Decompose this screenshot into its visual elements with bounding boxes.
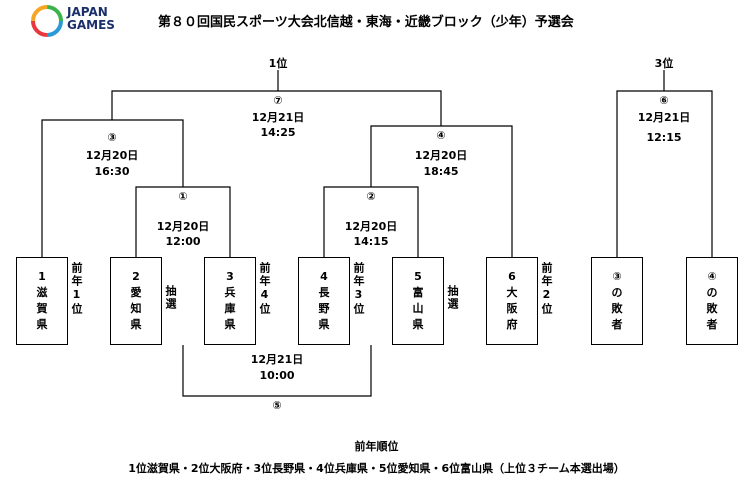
match3-time: 16:30 <box>94 165 130 178</box>
previous-ranking-title: 前年順位 <box>354 440 399 453</box>
match7-date: 12月21日 <box>251 111 305 124</box>
match2-time: 14:15 <box>353 235 389 248</box>
team-box-loser3: ③ の敗者 <box>591 257 643 345</box>
team-box-5: 5 富山県 <box>392 257 444 345</box>
logo-text: JAPAN GAMES <box>67 5 115 32</box>
team-name: 兵庫県 <box>224 286 236 331</box>
match7-time: 14:25 <box>260 126 296 139</box>
team-box-1: 1 滋賀県 <box>16 257 68 345</box>
team-box-4: 4 長野県 <box>298 257 350 345</box>
team-box-2: 2 愛知県 <box>110 257 162 345</box>
team5-note: 抽選 <box>446 285 459 311</box>
match5-time: 10:00 <box>259 369 295 382</box>
team3-note: 前年4位 <box>258 262 271 316</box>
team-seed: 1 <box>38 270 46 283</box>
match5-date: 12月21日 <box>250 353 304 366</box>
match7-number: ⑦ <box>273 94 283 107</box>
japan-games-logo <box>31 5 63 37</box>
match4-time: 18:45 <box>423 165 459 178</box>
team-seed: 3 <box>226 270 234 283</box>
team-box-6: 6 大阪府 <box>486 257 538 345</box>
team6-note: 前年2位 <box>540 262 553 316</box>
team-seed: 5 <box>414 270 422 283</box>
team-name: 滋賀県 <box>36 286 48 331</box>
match3-number: ③ <box>107 131 117 144</box>
team-name: 富山県 <box>412 286 424 331</box>
team-name: の敗者 <box>706 286 718 331</box>
third-place-label: 3位 <box>654 57 674 70</box>
match6-time: 12:15 <box>646 131 682 144</box>
match6-number: ⑥ <box>659 94 669 107</box>
first-place-label: 1位 <box>268 57 288 70</box>
team-seed: 6 <box>508 270 516 283</box>
team-name: 愛知県 <box>130 286 142 331</box>
match1-number: ① <box>178 190 188 203</box>
team-name: の敗者 <box>611 286 623 331</box>
match3-date: 12月20日 <box>85 149 139 162</box>
match6-date: 12月21日 <box>637 111 691 124</box>
team2-note: 抽選 <box>164 285 177 311</box>
team4-note: 前年3位 <box>352 262 365 316</box>
match2-date: 12月20日 <box>344 220 398 233</box>
match1-date: 12月20日 <box>156 220 210 233</box>
team-seed: 4 <box>320 270 328 283</box>
match4-number: ④ <box>436 129 446 142</box>
match4-date: 12月20日 <box>414 149 468 162</box>
team-seed: ③ <box>612 270 622 283</box>
previous-ranking-text: 1位滋賀県・2位大阪府・3位長野県・4位兵庫県・5位愛知県・6位富山県（上位３チ… <box>128 462 625 475</box>
team-seed: 2 <box>132 270 140 283</box>
team1-note: 前年1位 <box>70 262 83 316</box>
match5-number: ⑤ <box>272 399 282 412</box>
team-box-3: 3 兵庫県 <box>204 257 256 345</box>
team-name: 長野県 <box>318 286 330 331</box>
final-line <box>111 90 442 126</box>
page-title: 第８０回国民スポーツ大会北信越・東海・近畿ブロック（少年）予選会 <box>158 15 574 30</box>
team-name: 大阪府 <box>506 286 518 331</box>
match1-time: 12:00 <box>165 235 201 248</box>
match2-number: ② <box>366 190 376 203</box>
team-seed: ④ <box>707 270 717 283</box>
team-box-loser4: ④ の敗者 <box>686 257 738 345</box>
match5-line <box>182 345 372 397</box>
